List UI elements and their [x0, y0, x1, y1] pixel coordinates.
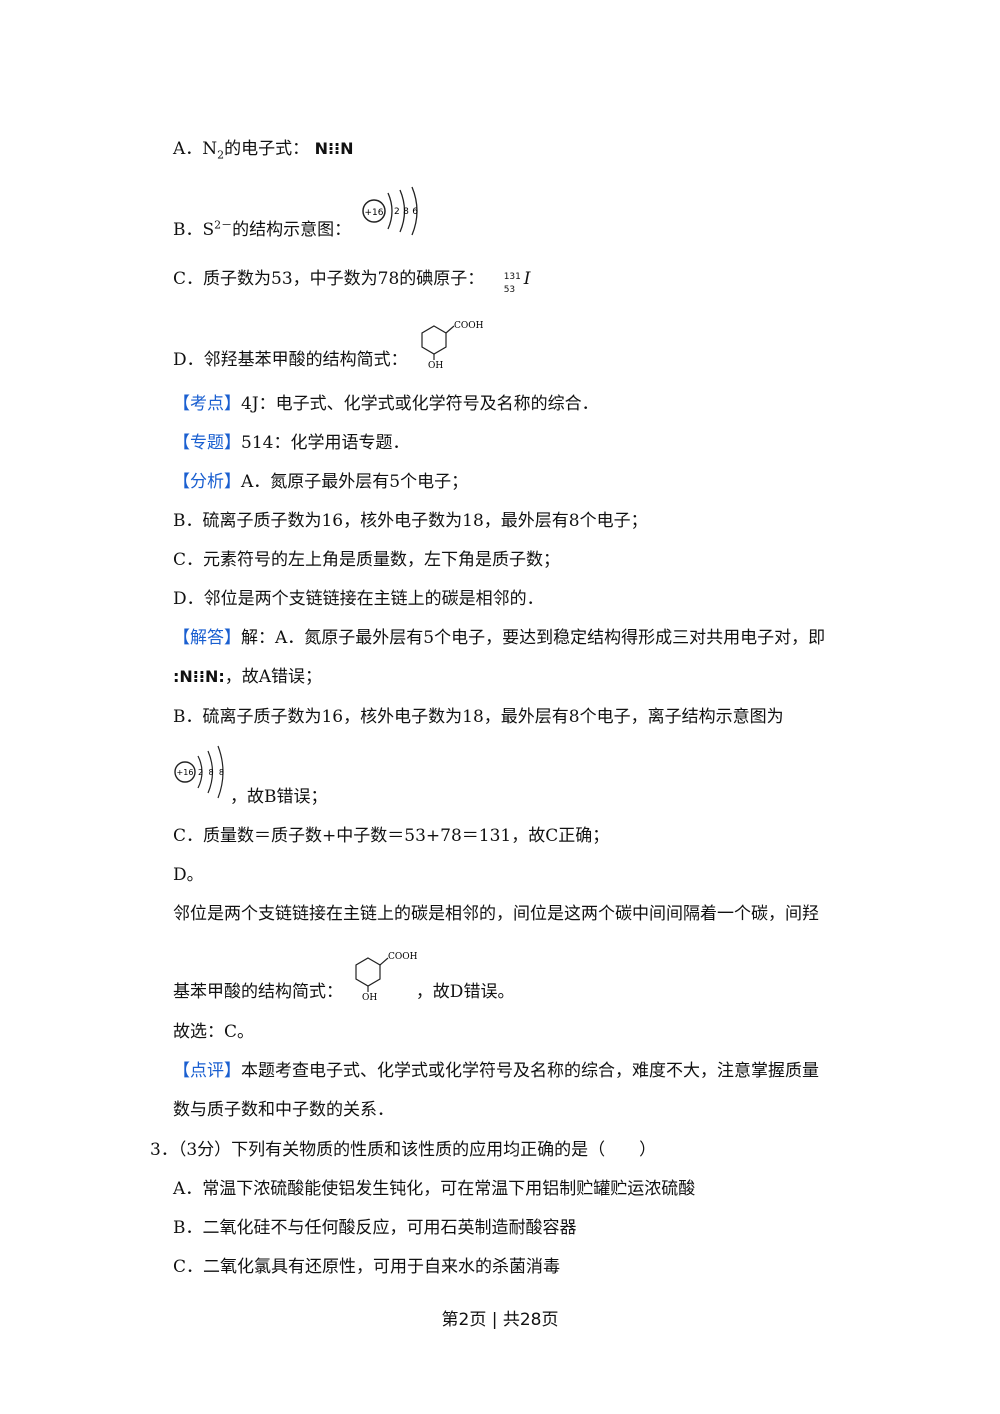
fenxi-a-text: A．氮原子最外层有5个电子；	[241, 472, 469, 492]
kaodian-text: 4J：电子式、化学式或化学符号及名称的综合．	[241, 394, 599, 414]
jieda-d-conclusion: ，故D错误。	[415, 982, 515, 1002]
jieda-line-b2: ，故B错误；	[230, 787, 328, 807]
jieda-line-c: C．质量数＝质子数+中子数＝53+78＝131，故C正确；	[173, 826, 610, 846]
zhuanti-line: 【专题】514：化学用语专题．	[173, 431, 850, 455]
option-a-line: A．N2的电子式： N⁝⁝N	[173, 137, 850, 161]
fenxi-tag: 【分析】	[173, 472, 241, 492]
cooh-label: COOH	[454, 321, 484, 331]
element-symbol: I	[523, 269, 531, 289]
n2-electron-formula: N⁝⁝N	[314, 139, 354, 158]
page-footer: 第2页 | 共28页	[441, 1310, 559, 1330]
jieda-line-b1: B．硫离子质子数为16，核外电子数为18，最外层有8个电子，离子结构示意图为	[173, 707, 784, 727]
jieda-line-d3: 基苯甲酸的结构简式： ，故D错误。	[173, 980, 850, 1004]
question3-option-b: B．二氧化硅不与任何酸反应，可用石英制造耐酸容器	[173, 1218, 577, 1238]
zhuanti-text: 514：化学用语专题．	[241, 433, 410, 453]
jieda-d-text: 基苯甲酸的结构简式：	[173, 982, 343, 1002]
benzoic-acid-structure-option: COOH OH	[421, 321, 484, 370]
jieda-line-d: D。	[173, 865, 204, 885]
jieda-a-text: 解：A．氮原子最外层有5个电子，要达到稳定结构得形成三对共用电子对，即	[241, 628, 826, 648]
kaodian-tag: 【考点】	[173, 394, 241, 414]
dianping-line1: 【点评】本题考查电子式、化学式或化学符号及名称的综合，难度不大，注意掌握质量	[173, 1059, 850, 1083]
option-a-label: 的电子式：	[224, 139, 310, 159]
option-d-text: D．邻羟基苯甲酸的结构简式：	[173, 350, 408, 370]
oh-label: OH	[428, 361, 443, 370]
option-a-subscript: 2	[217, 148, 225, 162]
jieda-tag: 【解答】	[173, 628, 241, 648]
jieda-choice: 故选：C。	[173, 1022, 255, 1042]
question3-option-c: C．二氧化氯具有还原性，可用于自来水的杀菌消毒	[173, 1257, 561, 1277]
option-b-label: 的结构示意图：	[232, 220, 352, 240]
mass-number: 131	[503, 272, 521, 282]
zhuanti-tag: 【专题】	[173, 433, 241, 453]
option-c-text: C．质子数为53，中子数为78的碘原子：	[173, 269, 485, 289]
option-a-prefix: A．N	[173, 139, 218, 159]
option-b-superscript: 2－	[214, 218, 233, 232]
question3-option-a: A．常温下浓硫酸能使铝发生钝化，可在常温下用铝制贮罐贮运浓硫酸	[173, 1179, 696, 1199]
jieda-a-conclusion: ，故A错误；	[224, 667, 323, 687]
n2-correct-electron-formula: :N⁝⁝N:	[173, 667, 225, 686]
dianping-text: 本题考查电子式、化学式或化学符号及名称的综合，难度不大，注意掌握质量	[241, 1061, 819, 1081]
fenxi-line-b: B．硫离子质子数为16，核外电子数为18，最外层有8个电子；	[173, 511, 648, 531]
option-b-prefix: B．S	[173, 220, 215, 240]
s2-correct-structure-diagram: +16 2 8 8	[174, 745, 224, 799]
cooh-label: COOH	[388, 952, 418, 962]
fenxi-line-c: C．元素符号的左上角是质量数，左下角是质子数；	[173, 550, 561, 570]
kaodian-line: 【考点】4J：电子式、化学式或化学符号及名称的综合．	[173, 392, 850, 416]
dianping-tag: 【点评】	[173, 1061, 241, 1081]
nucleus-label: +16	[177, 768, 194, 777]
jieda-line-a1: 【解答】解：A．氮原子最外层有5个电子，要达到稳定结构得形成三对共用电子对，即	[173, 626, 850, 650]
jieda-line-a2: :N⁝⁝N:，故A错误；	[173, 665, 850, 689]
dianping-line2: 数与质子数和中子数的关系．	[173, 1100, 394, 1120]
shell-label: 2 8 6	[394, 207, 418, 217]
benzoic-acid-structure-answer: COOH OH	[355, 952, 418, 1002]
jieda-line-d2: 邻位是两个支链链接在主链上的碳是相邻的，间位是这两个碳中间间隔着一个碳，间羟	[173, 904, 819, 924]
oh-label: OH	[362, 993, 377, 1002]
option-b-line: B．S2－的结构示意图：	[173, 218, 850, 242]
fenxi-line-a: 【分析】A．氮原子最外层有5个电子；	[173, 470, 850, 494]
nucleus-label: +16	[365, 208, 384, 218]
shell-label: 2 8 8	[198, 768, 224, 777]
fenxi-line-d: D．邻位是两个支链链接在主链上的碳是相邻的．	[173, 589, 544, 609]
question3-stem: 3．（3分）下列有关物质的性质和该性质的应用均正确的是（ ）	[150, 1140, 657, 1160]
option-c-line: C．质子数为53，中子数为78的碘原子： 131 53 I	[173, 267, 850, 295]
atomic-number: 53	[503, 285, 516, 295]
option-d-line: D．邻羟基苯甲酸的结构简式：	[173, 348, 850, 372]
iodine-nuclide-symbol: 131 53 I	[503, 267, 538, 295]
s2-structure-diagram-option: +16 2 8 6	[362, 186, 418, 236]
